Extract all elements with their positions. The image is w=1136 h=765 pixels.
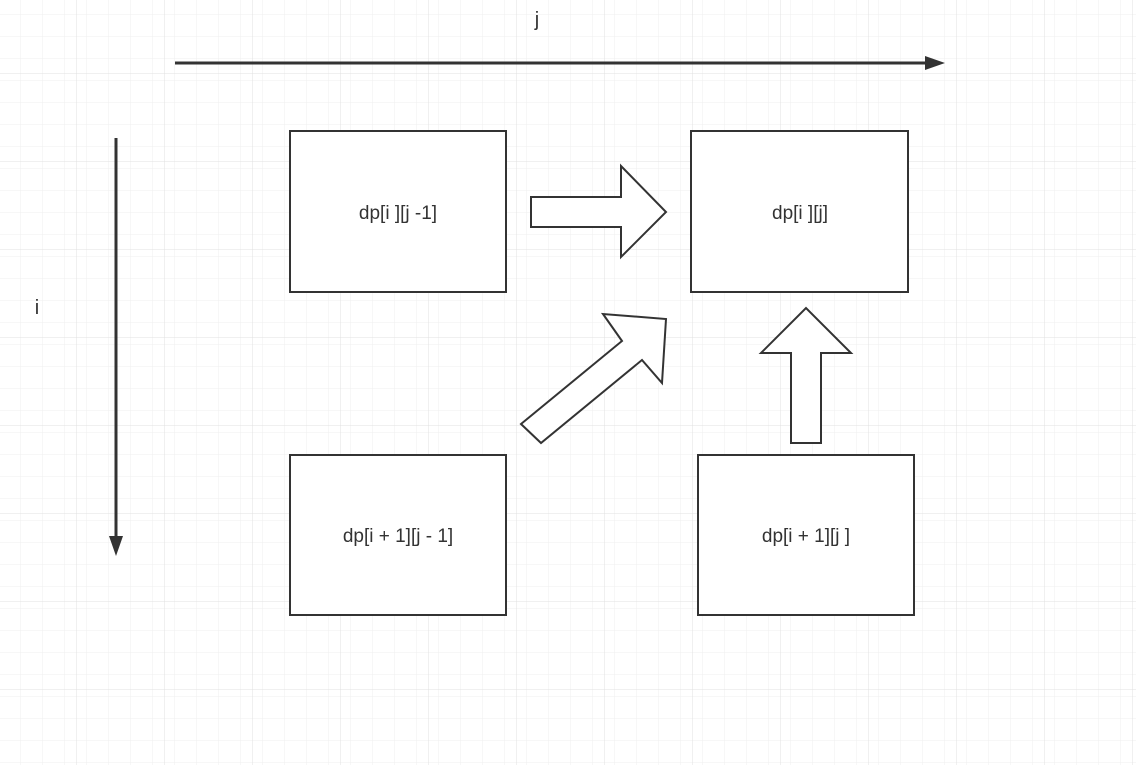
- cell-bottom-left-label: dp[i + 1][j - 1]: [343, 526, 453, 547]
- cell-target: dp[i ][j]: [690, 130, 909, 293]
- j-axis-arrow: [175, 56, 945, 70]
- right-arrow: [530, 163, 668, 260]
- j-axis-label: j: [534, 9, 539, 31]
- cell-bottom-label: dp[i + 1][j ]: [762, 526, 850, 547]
- cell-bottom-left: dp[i + 1][j - 1]: [289, 454, 507, 616]
- cell-left-label: dp[i ][j -1]: [359, 203, 437, 224]
- i-axis-arrow: [109, 138, 123, 556]
- cell-bottom: dp[i + 1][j ]: [697, 454, 915, 616]
- cell-left: dp[i ][j -1]: [289, 130, 507, 293]
- up-arrow: [758, 306, 854, 444]
- i-axis-label: i: [35, 297, 39, 319]
- cell-target-label: dp[i ][j]: [772, 203, 828, 224]
- diagonal-arrow: [519, 312, 668, 445]
